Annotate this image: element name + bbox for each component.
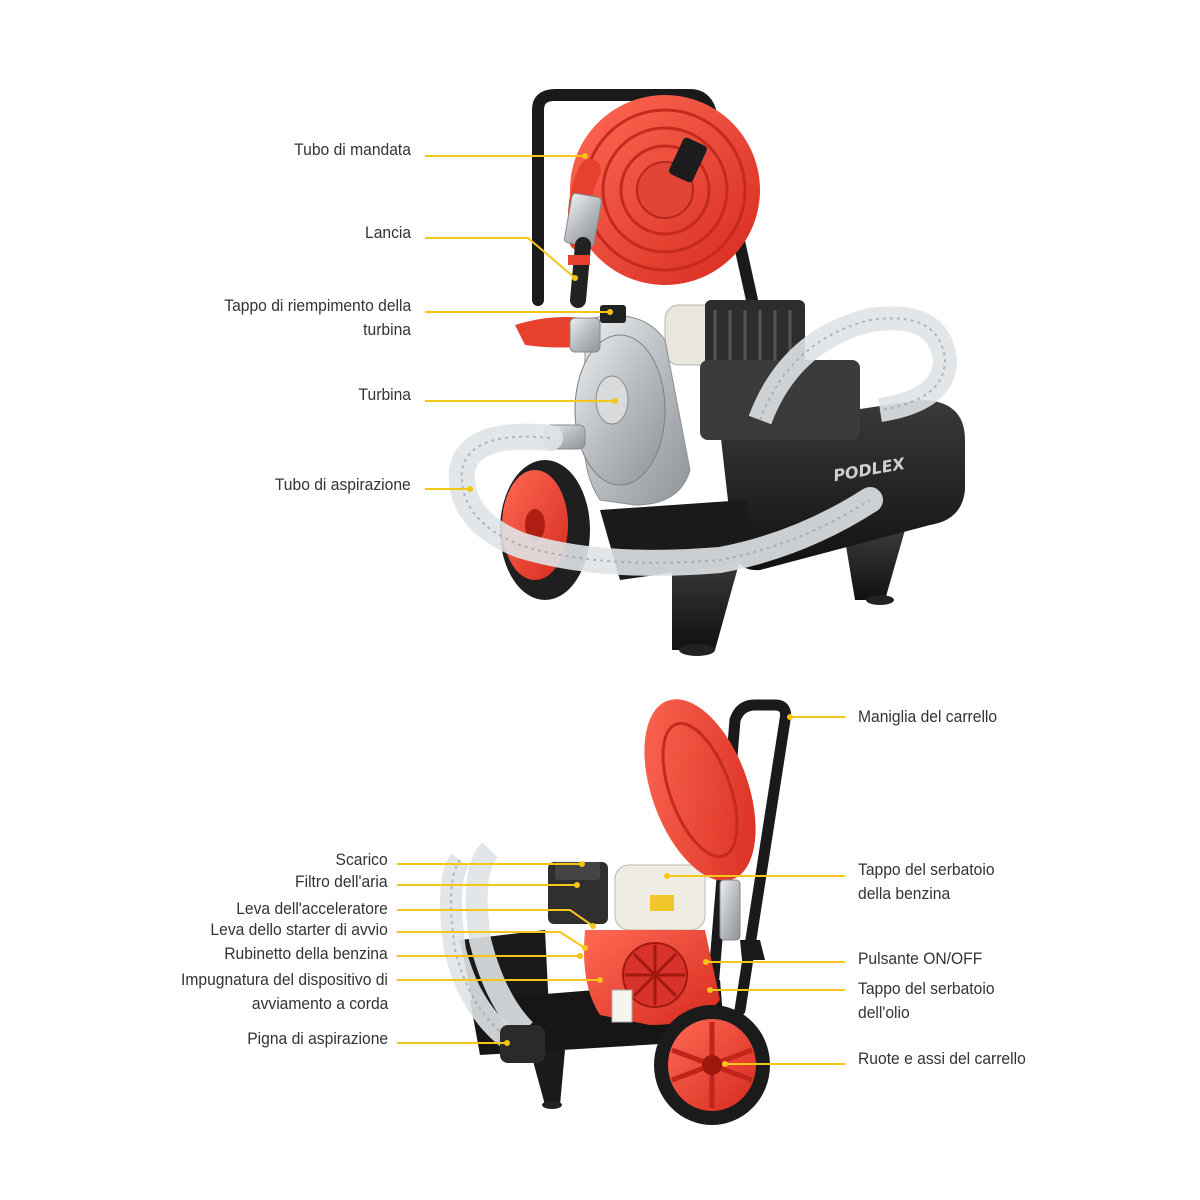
leader-leva-acceleratore-tip — [590, 923, 596, 929]
top-front-leg — [672, 560, 740, 650]
label-tappo-benzina-line2: della benzina — [858, 884, 951, 903]
leader-tappo-riempimento-tip — [607, 309, 613, 315]
leader-pigna-aspirazione-tip — [504, 1040, 510, 1046]
top-pump-illustration: PODLEX — [448, 89, 965, 656]
top-fill-cap — [600, 305, 626, 323]
top-reel-hub — [669, 137, 707, 183]
label-tubo-aspirazione: Tubo di aspirazione — [275, 475, 411, 494]
top-foot — [679, 644, 715, 656]
label-tappo-riempimento-line1: Tappo di riempimento della — [224, 296, 411, 315]
top-foot-2 — [866, 595, 894, 605]
label-tubo-di-mandata: Tubo di mandata — [294, 140, 411, 159]
label-tappo-olio-line2: dell'olio — [858, 1003, 910, 1022]
bottom-pump-illustration — [440, 699, 791, 1125]
label-scarico: Scarico — [335, 850, 388, 869]
leader-impugnatura-tip — [597, 977, 603, 983]
leader-leva-acceleratore — [397, 909, 594, 927]
leader-lines — [397, 153, 845, 1067]
top-handle-frame — [532, 89, 758, 306]
leader-rubinetto-benzina-tip — [577, 953, 583, 959]
leader-maniglia-carrello-tip — [787, 714, 793, 720]
label-rubinetto-benzina: Rubinetto della benzina — [224, 944, 388, 963]
label-tappo-benzina-line1: Tappo del serbatoio — [858, 860, 995, 879]
leader-leva-starter-tip — [582, 945, 588, 951]
leader-leva-starter — [397, 931, 586, 949]
leader-tappo-benzina-tip — [664, 873, 670, 879]
leader-tappo-olio-tip — [707, 987, 713, 993]
leader-tubo-aspirazione-tip — [467, 486, 473, 492]
leader-turbina-tip — [612, 398, 618, 404]
bottom-hose-reel — [644, 699, 756, 881]
leader-tubo-di-mandata-tip — [582, 153, 588, 159]
label-maniglia-carrello: Maniglia del carrello — [858, 707, 998, 726]
leader-lancia — [425, 237, 576, 279]
leader-ruote-assi-tip — [722, 1061, 728, 1067]
bottom-lance — [719, 879, 741, 941]
label-leva-acceleratore: Leva dell'acceleratore — [236, 899, 388, 918]
label-pulsante-on-off: Pulsante ON/OFF — [858, 949, 983, 968]
top-side-panel — [720, 400, 965, 571]
label-impugnatura-line1: Impugnatura del dispositivo di — [181, 970, 388, 989]
bottom-strainer — [500, 1025, 545, 1063]
label-filtro-aria: Filtro dell'aria — [295, 872, 388, 891]
leader-lancia-tip — [572, 275, 578, 281]
label-turbina: Turbina — [358, 385, 411, 404]
label-ruote-assi: Ruote e assi del carrello — [858, 1049, 1026, 1068]
leader-pulsante-on-off-tip — [703, 959, 709, 965]
label-lancia: Lancia — [364, 223, 411, 242]
label-tappo-riempimento-line2: turbina — [363, 320, 411, 339]
bottom-handle — [706, 699, 791, 1016]
top-lance — [570, 237, 591, 308]
label-tappo-olio-line1: Tappo del serbatoio — [858, 979, 995, 998]
top-rear-leg — [845, 530, 905, 600]
label-leva-starter: Leva dello starter di avvio — [210, 920, 388, 939]
label-pigna-aspirazione: Pigna di aspirazione — [247, 1029, 388, 1048]
label-impugnatura-line2: avviamento a corda — [251, 994, 388, 1013]
leader-filtro-aria-tip — [574, 882, 580, 888]
leader-scarico-tip — [579, 861, 585, 867]
